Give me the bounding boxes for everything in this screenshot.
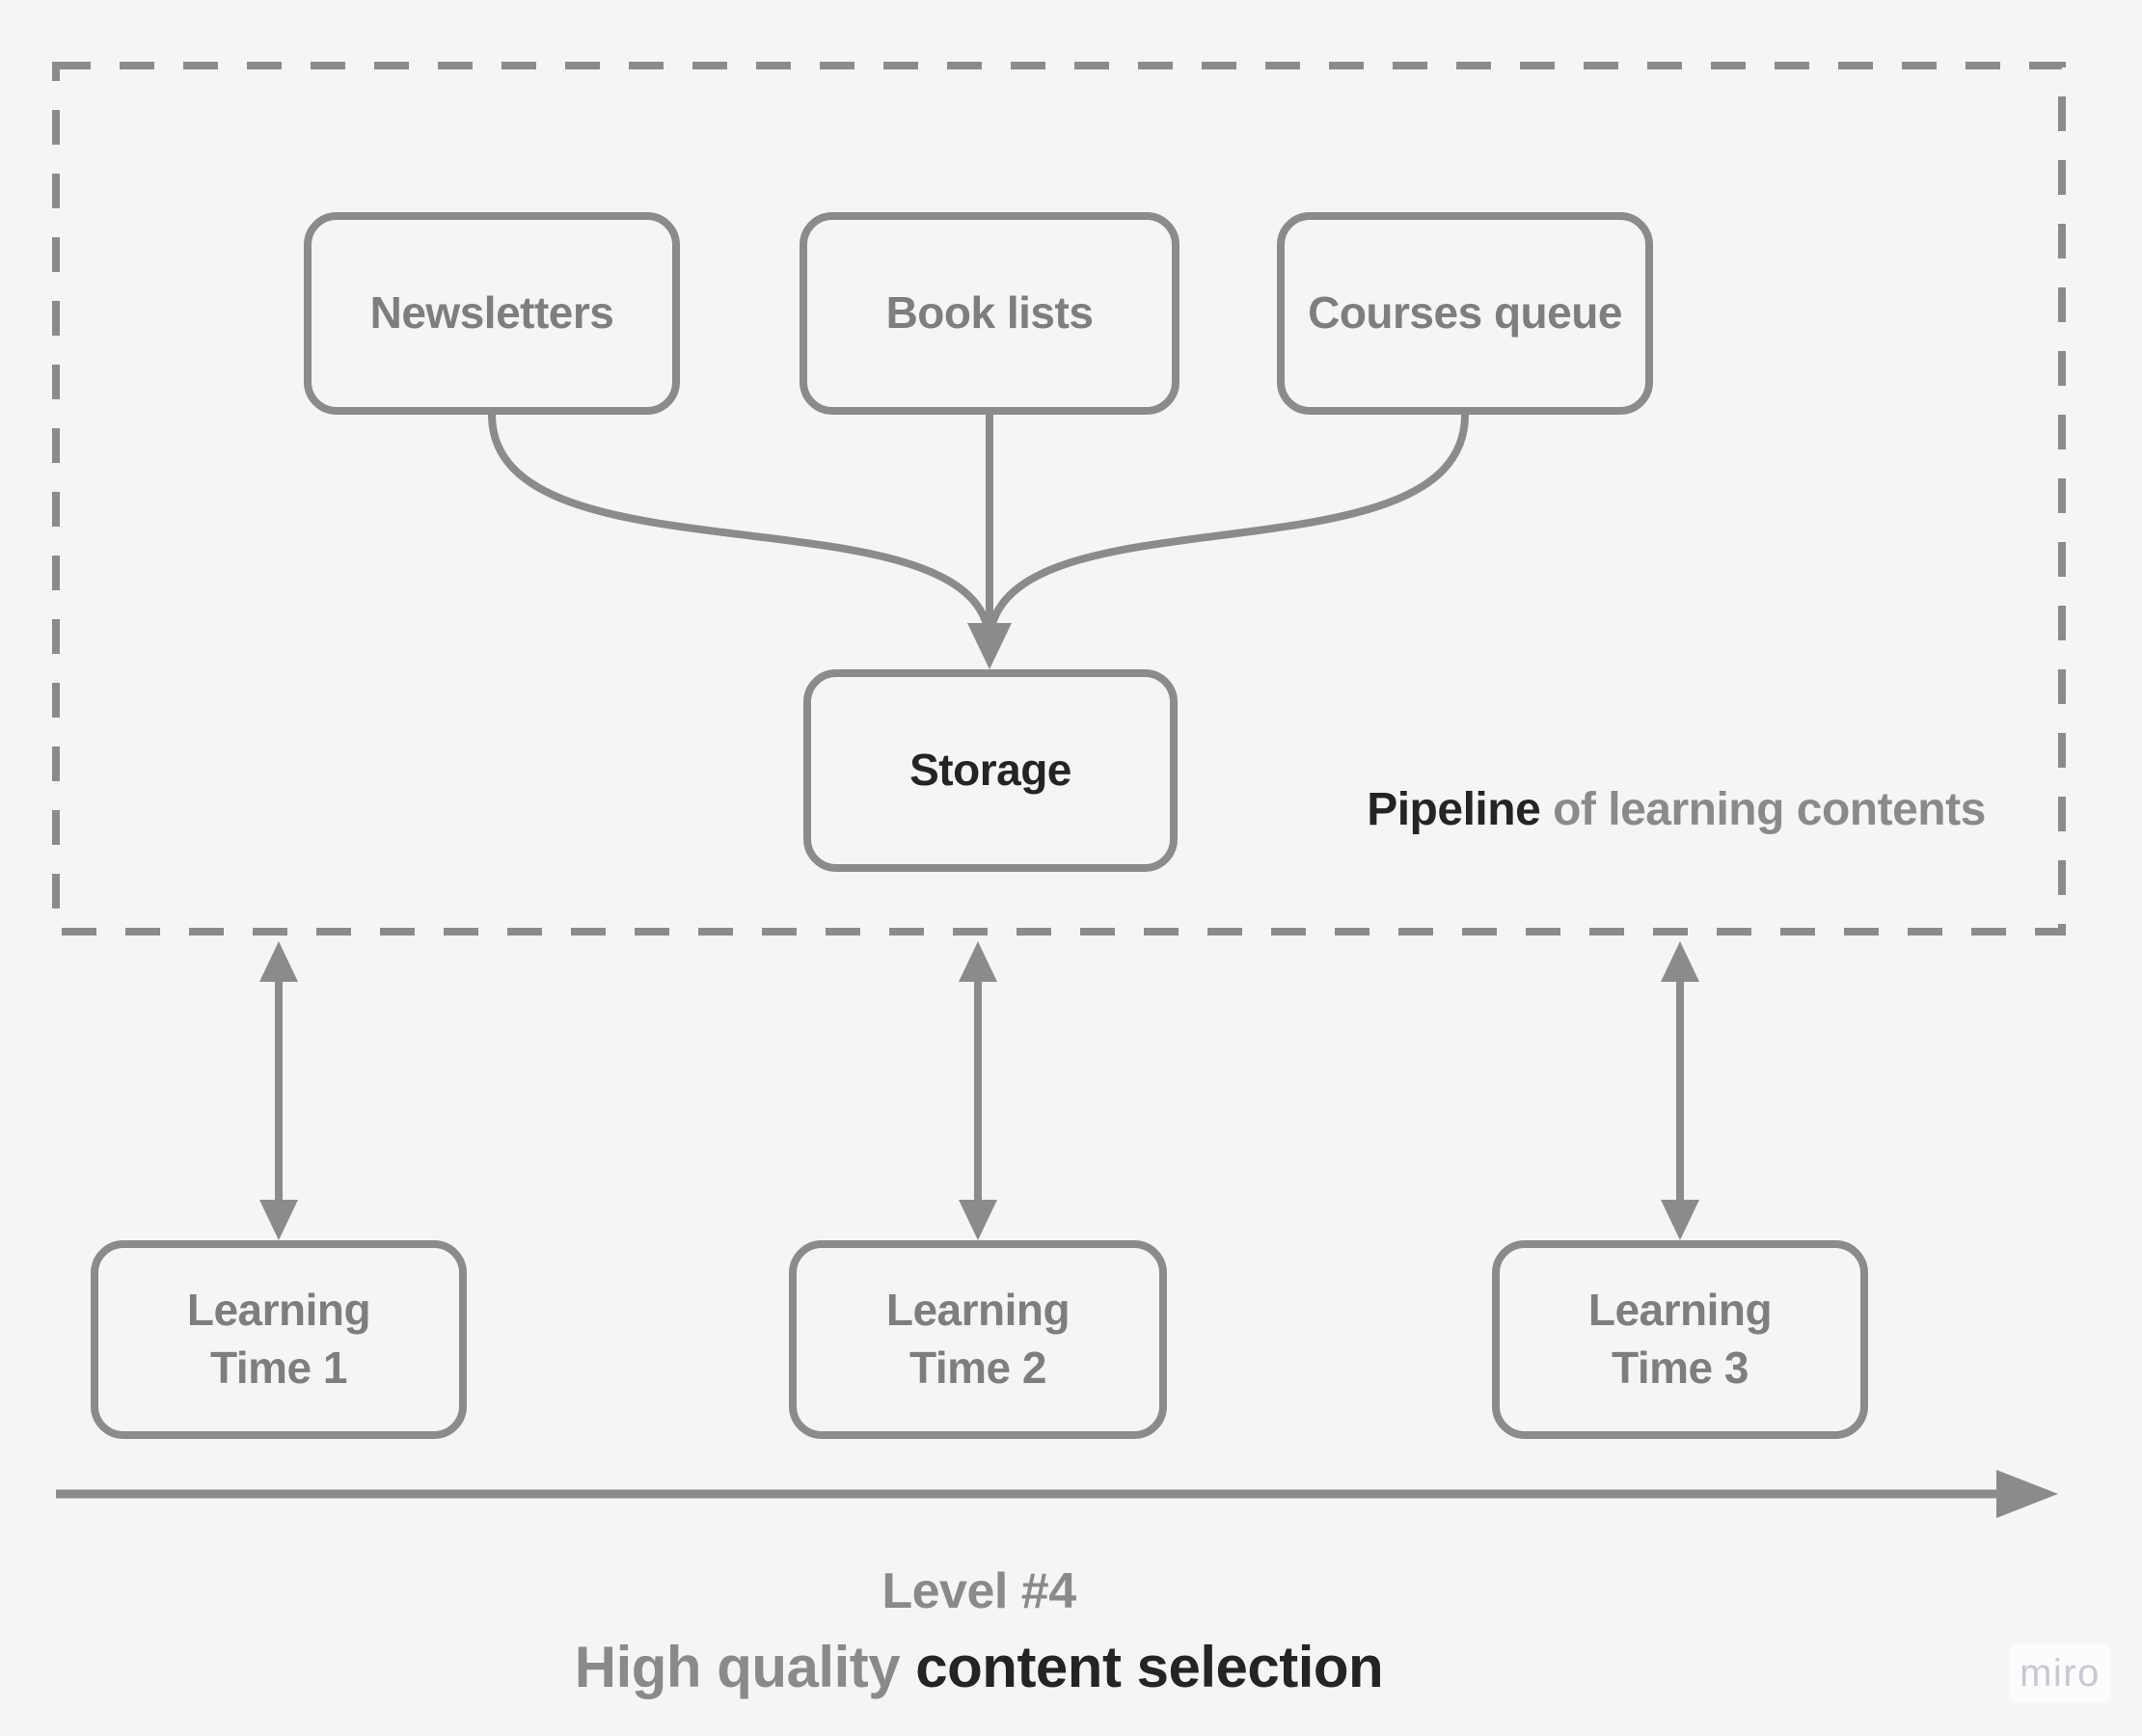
node-storage[interactable]: Storage — [803, 669, 1178, 872]
node-courses-queue-label: Courses queue — [1308, 287, 1622, 339]
timeline-arrowhead-icon — [1996, 1470, 2058, 1518]
double-arrow-learning-time-3 — [1661, 941, 1699, 1240]
connector-courses-queue-to-storage — [986, 414, 1469, 645]
footer-subtitle-gray: High quality — [574, 1635, 916, 1699]
pipeline-dashed-border — [52, 62, 2066, 936]
pipeline-caption: Pipeline of learning contents — [1358, 783, 1994, 836]
footer-subtitle-caption: High quality content selection — [304, 1634, 1654, 1700]
node-book-lists-label: Book lists — [885, 287, 1094, 339]
double-arrow-learning-time-1 — [259, 941, 298, 1240]
footer-subtitle-dark: content selection — [915, 1635, 1384, 1699]
node-newsletters-label: Newsletters — [369, 287, 614, 339]
miro-watermark-label: miro — [2020, 1651, 2101, 1695]
node-courses-queue[interactable]: Courses queue — [1277, 212, 1653, 415]
node-learning-time-2[interactable]: Learning Time 2 — [789, 1240, 1167, 1439]
node-storage-label: Storage — [909, 745, 1071, 796]
node-learning-time-3[interactable]: Learning Time 3 — [1492, 1240, 1868, 1439]
node-learning-time-2-label: Learning Time 2 — [885, 1285, 1071, 1393]
node-learning-time-1[interactable]: Learning Time 1 — [91, 1240, 467, 1439]
node-book-lists[interactable]: Book lists — [800, 212, 1179, 415]
node-newsletters[interactable]: Newsletters — [304, 212, 680, 415]
miro-watermark[interactable]: miro — [2009, 1643, 2111, 1703]
pipeline-caption-rest: of learning contents — [1540, 784, 1986, 835]
footer-level-caption: Level #4 — [881, 1563, 1076, 1619]
double-arrow-learning-time-2 — [959, 941, 997, 1240]
node-learning-time-3-label: Learning Time 3 — [1587, 1285, 1773, 1393]
merge-arrowhead-icon — [967, 623, 1012, 669]
node-learning-time-1-label: Learning Time 1 — [186, 1285, 371, 1393]
connector-newsletters-to-storage — [488, 414, 993, 645]
timeline-arrow — [56, 1470, 2058, 1518]
pipeline-caption-lead: Pipeline — [1367, 784, 1541, 835]
